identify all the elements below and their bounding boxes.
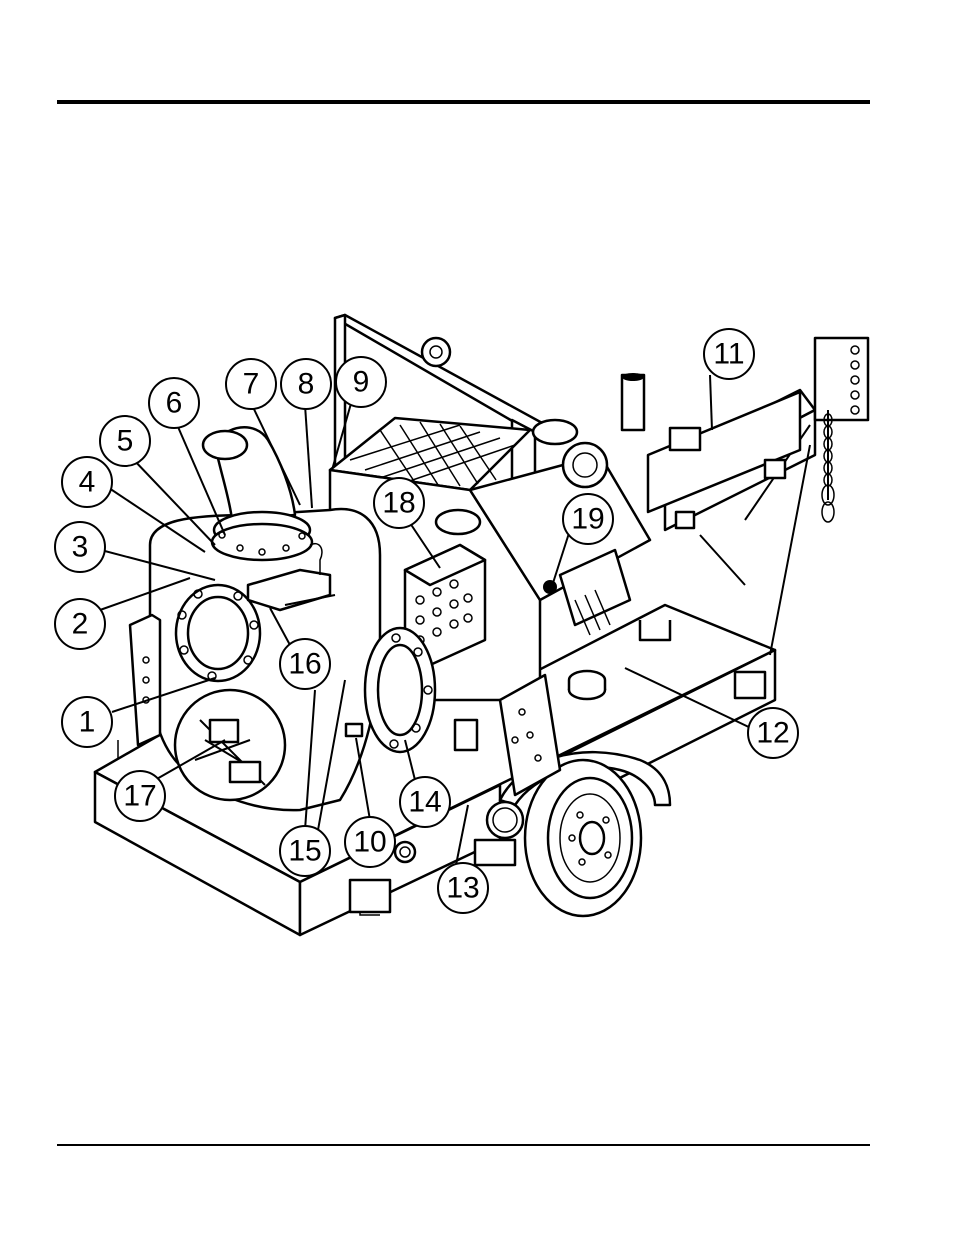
callout-14: 14 — [400, 777, 450, 827]
callout-19: 19 — [563, 494, 613, 544]
callout-6: 6 — [149, 378, 199, 428]
callout-13: 13 — [438, 863, 488, 913]
svg-text:19: 19 — [571, 503, 604, 536]
callout-12: 12 — [748, 708, 798, 758]
svg-text:5: 5 — [117, 425, 134, 458]
svg-text:18: 18 — [382, 487, 415, 520]
svg-text:9: 9 — [353, 366, 370, 399]
svg-text:10: 10 — [353, 826, 386, 859]
callout-1: 1 — [62, 697, 112, 747]
svg-text:16: 16 — [288, 648, 321, 681]
svg-text:4: 4 — [79, 466, 96, 499]
svg-text:8: 8 — [298, 368, 315, 401]
svg-text:3: 3 — [72, 531, 89, 564]
svg-text:11: 11 — [713, 338, 744, 371]
svg-text:13: 13 — [446, 872, 479, 905]
callout-2: 2 — [55, 599, 105, 649]
svg-text:6: 6 — [166, 387, 183, 420]
callout-18: 18 — [374, 478, 424, 528]
callout-10: 10 — [345, 817, 395, 867]
callout-11: 11 — [704, 329, 754, 379]
callout-16: 16 — [280, 639, 330, 689]
trailer-tongue — [648, 338, 868, 655]
callout-17: 17 — [115, 771, 165, 821]
svg-text:7: 7 — [243, 368, 260, 401]
svg-text:12: 12 — [756, 717, 789, 750]
svg-text:14: 14 — [408, 786, 441, 819]
callout-15: 15 — [280, 826, 330, 876]
jack-stand — [130, 615, 160, 745]
svg-text:1: 1 — [79, 706, 96, 739]
callout-8: 8 — [281, 359, 331, 409]
callout-7: 7 — [226, 359, 276, 409]
callout-3: 3 — [55, 522, 105, 572]
callout-4: 4 — [62, 457, 112, 507]
callout-5: 5 — [100, 416, 150, 466]
callout-9: 9 — [336, 357, 386, 407]
svg-text:17: 17 — [123, 780, 156, 813]
svg-text:2: 2 — [72, 608, 89, 641]
svg-text:15: 15 — [288, 835, 321, 868]
